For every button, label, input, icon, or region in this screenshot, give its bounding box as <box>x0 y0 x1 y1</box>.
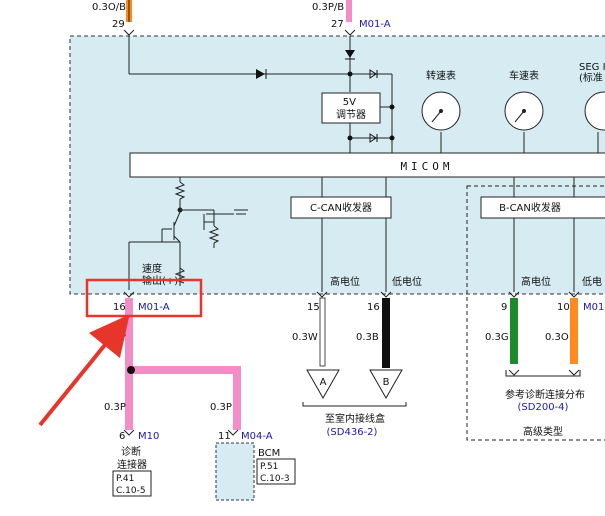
diode-icon <box>345 50 355 58</box>
bcan-transceiver-label: B-CAN收发器 <box>499 201 561 214</box>
ccan-high-wire-label: 0.3W <box>292 332 318 343</box>
highlight-arrow-icon <box>38 314 130 427</box>
node-a-triangle <box>306 369 340 400</box>
diode-icon <box>256 69 265 79</box>
speed-wire <box>125 298 133 430</box>
ccan-dest: 至室内接线盒 <box>325 412 385 425</box>
bcm-ref-box <box>256 458 296 485</box>
ccan-high-wire <box>319 297 326 367</box>
diode-icon <box>369 69 377 79</box>
bcan-dest-ref: (SD200-4) <box>518 402 569 413</box>
diodes <box>256 50 395 143</box>
top-wire-right-label: 0.3P/B <box>312 2 344 13</box>
diag-ref-box <box>112 470 152 497</box>
bcan-low-wire <box>570 298 578 364</box>
bcan-high-label: 高电位 <box>521 275 551 288</box>
bcan-conn-low: M01- <box>583 302 605 313</box>
highlight-box <box>85 278 203 318</box>
diag-conn: M10 <box>138 431 159 442</box>
micom-bar <box>129 152 605 178</box>
bcm-wire-label: 0.3P <box>210 402 232 413</box>
speed-conn: M01-A <box>138 302 170 313</box>
premium-variant-frame <box>466 185 605 441</box>
bcm-module-box <box>215 442 255 501</box>
top-wire-left-label: 0.3O/B <box>92 2 126 13</box>
gauge-tachometer-label: 转速表 <box>426 69 456 82</box>
ccan-low-wire-label: 0.3B <box>356 332 379 343</box>
node-b-label: B <box>383 377 390 388</box>
bcm-branch-wire-v <box>233 366 241 430</box>
bcm-pin: 11 <box>218 431 231 442</box>
bcan-high-wire-label: 0.3G <box>485 332 509 343</box>
top-pin-right: 27 <box>331 19 344 30</box>
ccan-low-wire <box>382 298 390 368</box>
top-conn-right: M01-A <box>359 19 391 30</box>
speed-pin: 16 <box>113 302 126 313</box>
gauge-speedometer-label: 车速表 <box>509 69 539 82</box>
regulator-label: 5V 调节器 <box>336 97 366 121</box>
diag-ref1: P.41 <box>116 474 134 484</box>
regulator-box <box>321 92 381 124</box>
bcan-pin-low: 10 <box>557 302 570 313</box>
bcm-ref2: C.10-3 <box>260 474 290 484</box>
node-a-label: A <box>320 377 327 388</box>
bcm-branch-wire-h <box>129 366 241 374</box>
diag-name: 诊断 连接器 <box>117 445 147 471</box>
micom-label: MICOM <box>400 160 453 173</box>
top-pin-left: 29 <box>112 19 125 30</box>
diode-icon <box>369 133 377 143</box>
premium-variant-label: 高级类型 <box>523 425 563 438</box>
gauge-seg-label: SEG I (标准 <box>579 62 605 84</box>
bcan-transceiver-box <box>480 196 605 219</box>
ccan-pin-low: 16 <box>367 302 380 313</box>
bcan-low-wire-label: 0.3O <box>545 332 569 343</box>
ccan-pin-high: 15 <box>307 302 320 313</box>
ccan-high-label: 高电位 <box>330 275 360 288</box>
ccan-bracket <box>302 402 407 407</box>
diag-ref2: C.10-5 <box>116 486 146 496</box>
connector-chevrons <box>123 291 580 298</box>
ccan-dest-ref: (SD436-2) <box>327 427 378 438</box>
ccan-transceiver-label: C-CAN收发器 <box>310 201 372 214</box>
node-b-triangle <box>369 369 403 400</box>
splice-dot <box>127 366 135 374</box>
diag-wire-label: 0.3P <box>104 402 126 413</box>
bcan-high-wire <box>510 298 518 364</box>
speed-output-circuit <box>128 177 248 290</box>
bcan-pin-high: 9 <box>501 302 507 313</box>
seg-gauge-icon <box>584 91 605 131</box>
bcan-low-label: 低电 <box>582 275 602 288</box>
bcan-bracket <box>505 370 581 377</box>
bcan-dest: 参考诊断连接分布 <box>505 388 585 401</box>
diag-pin: 6 <box>119 431 125 442</box>
bcm-name: BCM <box>258 448 280 459</box>
top-wires: 0.3O/B 29 0.3P/B 27 M01-A <box>92 0 391 36</box>
ccan-transceiver-box <box>290 196 392 219</box>
bcm-conn: M04-A <box>241 431 273 442</box>
top-wire-right <box>346 0 352 22</box>
ccan-low-label: 低电位 <box>392 275 422 288</box>
bcm-ref1: P.51 <box>260 462 278 472</box>
gauges: 转速表 车速表 SEG I (标准 <box>421 62 605 131</box>
